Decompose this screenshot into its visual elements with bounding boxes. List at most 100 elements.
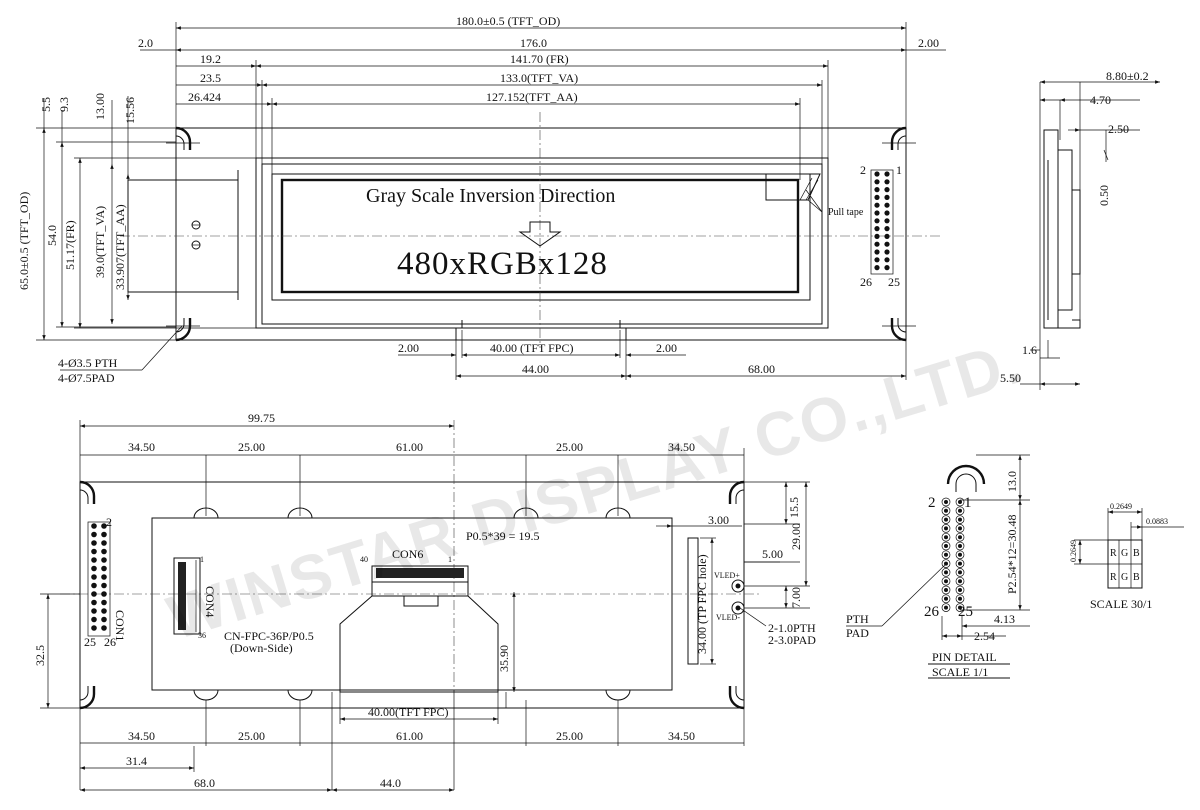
dim-v13: 13.00 [93, 93, 107, 120]
back-top-1: 34.50 [128, 440, 155, 454]
pin-hole [944, 552, 948, 557]
header-pin [91, 540, 97, 546]
front-pin-header [870, 169, 894, 275]
vled-plus: VLED+ [714, 571, 740, 580]
dim-aa-width: 127.152(TFT_AA) [486, 90, 578, 104]
gray-scale-title: Gray Scale Inversion Direction [366, 185, 615, 207]
pin-hole [958, 517, 962, 522]
dim-v55: 5.5 [39, 97, 53, 112]
header-pin [101, 565, 107, 572]
back-bottom-4: 25.00 [556, 729, 583, 743]
pad-small-label: 2-3.0PAD [768, 633, 816, 647]
header-pin [91, 548, 97, 555]
header-pin [101, 599, 107, 606]
pin-detail-413: 4.13 [994, 612, 1015, 626]
dim-fpc-width: 40.00 (TFT FPC) [490, 341, 573, 355]
header-pin [874, 210, 880, 216]
pin-hole [958, 535, 962, 540]
rgb-g1: G [1121, 548, 1128, 559]
pin-pad [955, 576, 965, 586]
header-pin [874, 202, 880, 208]
header-pin [884, 187, 890, 193]
dim-left-2: 2.0 [138, 36, 153, 50]
rgb-r2: R [1110, 572, 1117, 583]
back-cutouts [193, 507, 631, 701]
header-pin [874, 194, 880, 200]
back-pin-26: 26 [104, 635, 116, 649]
front-view: 180.0±0.5 (TFT_OD) 176.0 2.0 2.00 19.2 1… [17, 14, 946, 385]
pin-pad [941, 532, 951, 542]
rgb-dim-0883: 0.0883 [1146, 517, 1168, 526]
pin-pad [955, 506, 965, 516]
pin-pad [955, 541, 965, 551]
pin-hole [944, 526, 948, 531]
pin-hole [958, 526, 962, 531]
header-pin [101, 531, 107, 538]
pin-detail-pad: PAD [846, 626, 869, 640]
pin-hole [944, 500, 948, 504]
rgb-b2: B [1133, 572, 1140, 583]
dim-fr-width: 141.70 (FR) [510, 52, 569, 66]
header-pin [91, 565, 97, 572]
pin-pad [955, 585, 965, 595]
pin-pad [955, 594, 965, 604]
back-view: 99.75 34.50 25.00 61.00 25.00 34.50 P0.5… [33, 411, 816, 792]
back-top-3: 61.00 [396, 440, 423, 454]
pin-hole [944, 579, 948, 584]
header-pin [874, 233, 880, 239]
pin-pad [941, 524, 951, 533]
header-pin [91, 582, 97, 589]
dim-va-offset: 23.5 [200, 71, 221, 85]
back-pin-2: 2 [106, 515, 112, 529]
back-dim-314: 31.4 [126, 754, 147, 768]
con4-pin-1: 1 [200, 555, 204, 564]
header-pin [101, 540, 107, 546]
con4-pin-36: 36 [198, 631, 206, 640]
back-dim-300: 3.00 [708, 513, 729, 527]
back-dim-700: 7.00 [789, 587, 803, 608]
pin-hole [958, 588, 962, 592]
dim-fpc-gap-left: 2.00 [398, 341, 419, 355]
pin-pad [955, 497, 965, 507]
side-250: 2.50 [1108, 122, 1129, 136]
pin-pad [941, 515, 951, 524]
pin-detail-scale: SCALE 1/1 [932, 665, 988, 679]
pin-hole [958, 544, 962, 548]
back-pin-header [87, 521, 111, 637]
dim-height-va: 39.0(TFT_VA) [93, 206, 107, 278]
pin-detail-130: 13.0 [1005, 471, 1019, 492]
pin-hole [958, 605, 962, 610]
front-pin-25: 25 [888, 275, 900, 289]
rgb-g2: G [1121, 572, 1128, 583]
side-view: 8.80±0.2 4.70 2.50 0.50 1.6 5.50 [1000, 69, 1160, 390]
back-dim-440: 44.0 [380, 776, 401, 790]
pin-pad [941, 559, 951, 568]
header-pin [884, 257, 890, 263]
dim-fr-offset: 19.2 [200, 52, 221, 66]
side-thickness: 8.80±0.2 [1106, 69, 1149, 83]
mounting-hole-br [882, 318, 916, 342]
header-pin [91, 625, 97, 631]
back-dim-9975: 99.75 [248, 411, 275, 425]
rgb-r1: R [1110, 548, 1117, 559]
header-pin [91, 574, 97, 580]
dim-fpc-gap-right: 2.00 [656, 341, 677, 355]
rgb-detail: 0.2649 0.0883 0.2649 R G B R G B SCALE 3… [1069, 502, 1184, 611]
pin-hole [958, 579, 962, 584]
header-pin [874, 265, 880, 271]
header-pin [874, 187, 880, 193]
pin-hole [958, 552, 962, 557]
back-fpc-label: 40.00(TFT FPC) [368, 705, 448, 719]
header-pin [874, 226, 880, 232]
con6-pin-1: 1 [448, 555, 452, 564]
header-pin [874, 179, 880, 185]
dim-aa-offset: 26.424 [188, 90, 221, 104]
header-pin [884, 194, 890, 200]
back-dim-155: 15.5 [787, 497, 801, 518]
dim-va-width: 133.0(TFT_VA) [500, 71, 578, 85]
pin-hole [958, 508, 962, 513]
back-bottom-1: 34.50 [128, 729, 155, 743]
pin-pad [941, 497, 951, 507]
back-dim-500: 5.00 [762, 547, 783, 561]
back-top-5: 34.50 [668, 440, 695, 454]
